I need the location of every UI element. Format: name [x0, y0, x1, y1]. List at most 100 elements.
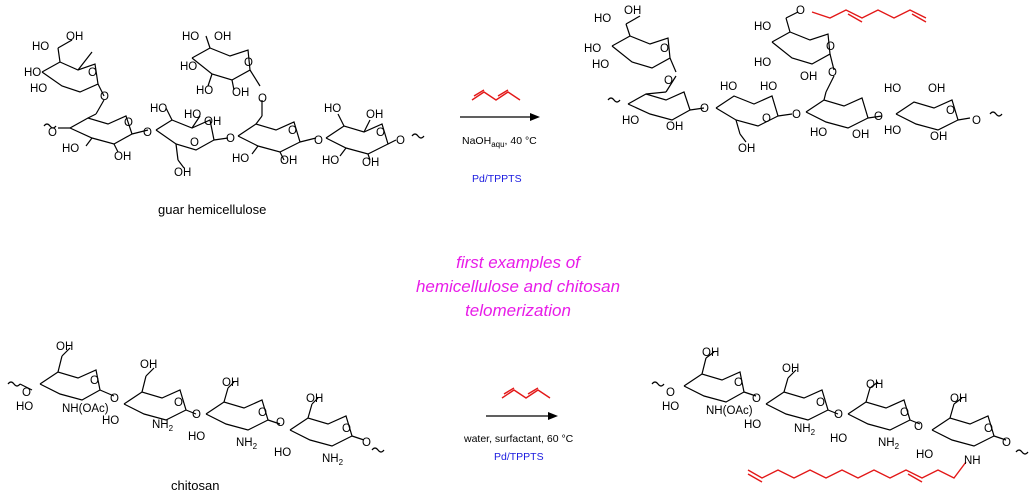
atom-label: OH	[782, 363, 799, 375]
atom-label: OH	[702, 347, 719, 359]
atom-label: HO	[720, 81, 737, 93]
atom-label: HO	[830, 433, 847, 445]
atom-label: HO	[232, 153, 249, 165]
atom-label: O	[660, 43, 669, 55]
reaction-arrow-top	[460, 113, 540, 121]
conditions-top: NaOHaqu, 40 °C	[462, 135, 537, 149]
atom-label: OH	[928, 83, 945, 95]
atom-label: HO	[916, 449, 933, 461]
atom-label: HO	[150, 103, 167, 115]
butadiene-reagent-bottom	[501, 387, 551, 399]
atom-label: O	[874, 111, 883, 123]
atom-label: HO	[62, 143, 79, 155]
atom-label: O	[288, 125, 297, 137]
telomerized-guar-structure: HO OH HO HO O O HO OH O HO HO OH O O HO …	[584, 5, 1003, 155]
atom-label: HO	[24, 67, 41, 79]
atom-label: NH2	[878, 437, 900, 451]
atom-label: O	[1002, 437, 1011, 449]
atom-label: O	[276, 417, 285, 429]
atom-label: OH	[140, 359, 157, 371]
atom-label: OH	[852, 129, 869, 141]
atom-label: O	[828, 67, 837, 79]
atom-label: O	[826, 41, 835, 53]
atom-label: O	[900, 407, 909, 419]
atom-label: HO	[760, 81, 777, 93]
atom-label: HO	[662, 401, 679, 413]
atom-label: O	[258, 93, 267, 105]
atom-label: O	[700, 103, 709, 115]
atom-label: NH2	[322, 453, 344, 467]
atom-label: HO	[196, 85, 213, 97]
atom-label: O	[796, 5, 805, 17]
atom-label: O	[258, 407, 267, 419]
conditions-bottom: water, surfactant, 60 °C	[463, 433, 574, 445]
atom-label: OH	[950, 393, 967, 405]
headline-line-1: first examples of	[456, 253, 582, 272]
atom-label: OH	[800, 71, 817, 83]
atom-label: NH(OAc)	[706, 405, 753, 417]
guar-hemicellulose-structure: HO OH HO HO O O O O HO OH O HO HO OH O O…	[24, 31, 425, 179]
atom-label: HO	[884, 83, 901, 95]
atom-label: OH	[306, 393, 323, 405]
atom-label: OH	[866, 379, 883, 391]
atom-label: O	[734, 377, 743, 389]
atom-label: O	[762, 113, 771, 125]
catalyst-bottom: Pd/TPPTS	[494, 451, 544, 463]
atom-label: O	[48, 127, 57, 139]
telomerized-chitosan-structure: OH O HO NH(OAc) O O OH HO NH2 O O OH HO …	[651, 347, 1029, 483]
reaction-arrow-bottom	[486, 412, 558, 420]
atom-label: O	[792, 109, 801, 121]
atom-label: OH	[366, 109, 383, 121]
atom-label: NH(OAc)	[62, 403, 109, 415]
atom-label: HO	[810, 127, 827, 139]
atom-label: HO	[180, 61, 197, 73]
atom-label: HO	[324, 103, 341, 115]
guar-hemicellulose-label: guar hemicellulose	[158, 202, 266, 217]
atom-label: O	[190, 137, 199, 149]
atom-label: HO	[182, 31, 199, 43]
atom-label: NH2	[794, 423, 816, 437]
atom-label: HO	[584, 43, 601, 55]
atom-label: HO	[30, 83, 47, 95]
atom-label: OH	[56, 341, 73, 353]
atom-label: O	[226, 133, 235, 145]
atom-label: O	[914, 421, 923, 433]
atom-label: O	[342, 423, 351, 435]
atom-label: OH	[232, 87, 249, 99]
atom-label: O	[143, 127, 152, 139]
atom-label: O	[666, 387, 675, 399]
atom-label: O	[314, 135, 323, 147]
atom-label: NH2	[152, 419, 174, 433]
headline-line-3: telomerization	[465, 301, 571, 320]
atom-label: O	[752, 393, 761, 405]
atom-label: O	[834, 409, 843, 421]
atom-label: O	[88, 67, 97, 79]
atom-label: OH	[222, 377, 239, 389]
atom-label: HO	[744, 419, 761, 431]
atom-label: HO	[184, 109, 201, 121]
atom-label: O	[22, 387, 31, 399]
atom-label: O	[972, 115, 981, 127]
atom-label: HO	[884, 125, 901, 137]
atom-label: OH	[214, 31, 231, 43]
headline-line-2: hemicellulose and chitosan	[416, 277, 620, 296]
atom-label: OH	[174, 167, 191, 179]
atom-label: O	[90, 375, 99, 387]
atom-label: O	[664, 75, 673, 87]
atom-label: OH	[666, 121, 683, 133]
atom-label: O	[816, 397, 825, 409]
chitosan-structure: OH O HO NH(OAc) O O OH HO NH2 O O OH HO …	[7, 341, 385, 467]
atom-label: O	[100, 91, 109, 103]
atom-label: NH	[964, 455, 981, 467]
atom-label: O	[396, 135, 405, 147]
atom-label: HO	[622, 115, 639, 127]
atom-label: O	[192, 409, 201, 421]
atom-label: HO	[188, 431, 205, 443]
atom-label: OH	[66, 31, 83, 43]
atom-label: HO	[322, 155, 339, 167]
atom-label: O	[984, 423, 993, 435]
atom-label: HO	[754, 57, 771, 69]
atom-label: OH	[280, 155, 297, 167]
atom-label: OH	[930, 131, 947, 143]
atom-label: HO	[102, 415, 119, 427]
